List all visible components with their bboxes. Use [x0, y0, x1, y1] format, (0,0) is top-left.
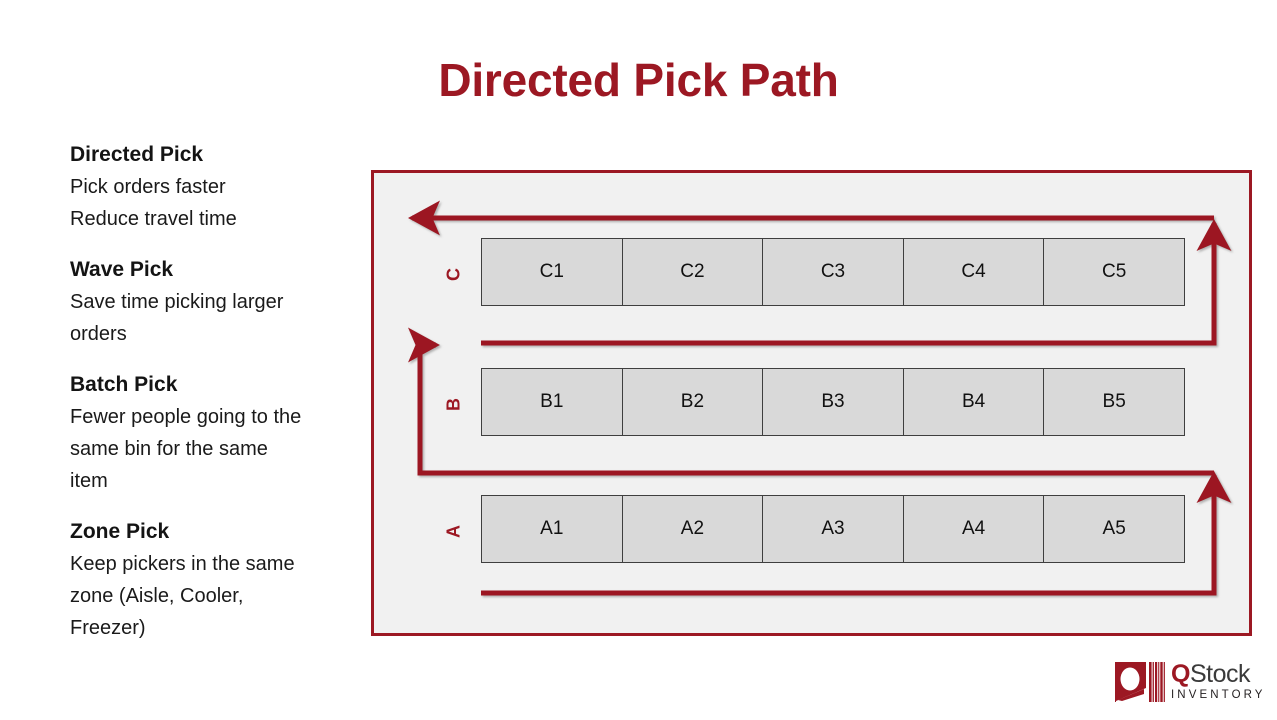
- sidebar-block-batch-pick: Batch Pick Fewer people going to the sam…: [70, 370, 360, 497]
- sidebar-heading-directed-pick: Directed Pick: [70, 143, 204, 166]
- sidebar-body-zone-pick: Keep pickers in the same zone (Aisle, Co…: [70, 548, 360, 644]
- bin-b5[interactable]: B5: [1043, 368, 1185, 436]
- bin-c3[interactable]: C3: [762, 238, 903, 306]
- bin-c4[interactable]: C4: [902, 238, 1044, 306]
- sidebar-body-batch-pick: Fewer people going to the same bin for t…: [70, 401, 360, 497]
- sidebar-heading-wave-pick: Wave Pick: [70, 258, 174, 281]
- rack-row-b: B1 B2 B3 B4 B5: [481, 368, 1185, 436]
- sidebar-body-wave-pick: Save time picking larger orders: [70, 286, 360, 350]
- rack-row-a: A1 A2 A3 A4 A5: [481, 495, 1185, 563]
- sidebar-line: Fewer people going to the: [70, 406, 302, 428]
- aisle-label-a: A: [443, 525, 464, 538]
- bin-a2[interactable]: A2: [621, 495, 763, 563]
- bin-a5[interactable]: A5: [1043, 495, 1185, 563]
- sidebar: Directed Pick Pick orders faster Reduce …: [70, 140, 360, 664]
- bin-c1[interactable]: C1: [481, 238, 622, 306]
- bin-b1[interactable]: B1: [481, 368, 622, 436]
- qstock-logo-mark: [1115, 662, 1165, 702]
- qstock-logo-text: QStock INVENTORY: [1171, 662, 1266, 702]
- rack-row-c: C1 C2 C3 C4 C5: [481, 238, 1185, 306]
- sidebar-line: zone (Aisle, Cooler,: [70, 585, 244, 607]
- aisle-label-b: B: [443, 398, 464, 411]
- sidebar-line: orders: [70, 323, 127, 345]
- sidebar-line: Save time picking larger: [70, 291, 284, 313]
- page-title: Directed Pick Path: [438, 54, 839, 106]
- sidebar-body-directed-pick: Pick orders faster Reduce travel time: [70, 171, 360, 235]
- sidebar-block-zone-pick: Zone Pick Keep pickers in the same zone …: [70, 517, 360, 644]
- bin-a4[interactable]: A4: [902, 495, 1044, 563]
- qstock-logo: QStock INVENTORY: [1113, 657, 1263, 707]
- sidebar-line: Reduce travel time: [70, 208, 237, 230]
- sidebar-line: same bin for the same: [70, 438, 268, 460]
- qstock-word-stock: Stock: [1189, 660, 1251, 689]
- bin-a3[interactable]: A3: [762, 495, 903, 563]
- qstock-subtitle: INVENTORY: [1171, 689, 1266, 702]
- sidebar-line: Keep pickers in the same: [70, 553, 295, 575]
- warehouse-diagram: C C1 C2 C3 C4 C5 B B1 B2 B3 B4 B5 A A1 A…: [371, 170, 1252, 636]
- aisle-label-c: C: [443, 268, 464, 281]
- sidebar-heading-batch-pick: Batch Pick: [70, 373, 178, 396]
- bin-b2[interactable]: B2: [621, 368, 763, 436]
- qstock-letter-q: Q: [1171, 660, 1190, 689]
- bin-b3[interactable]: B3: [762, 368, 903, 436]
- sidebar-line: item: [70, 470, 108, 492]
- qstock-wordmark: QStock: [1171, 662, 1266, 687]
- sidebar-line: Pick orders faster: [70, 176, 226, 198]
- bin-a1[interactable]: A1: [481, 495, 622, 563]
- bin-b4[interactable]: B4: [902, 368, 1044, 436]
- sidebar-line: Freezer): [70, 617, 146, 639]
- bin-c5[interactable]: C5: [1043, 238, 1185, 306]
- sidebar-block-directed-pick: Directed Pick Pick orders faster Reduce …: [70, 140, 360, 235]
- sidebar-block-wave-pick: Wave Pick Save time picking larger order…: [70, 255, 360, 350]
- bin-c2[interactable]: C2: [621, 238, 763, 306]
- sidebar-heading-zone-pick: Zone Pick: [70, 520, 170, 543]
